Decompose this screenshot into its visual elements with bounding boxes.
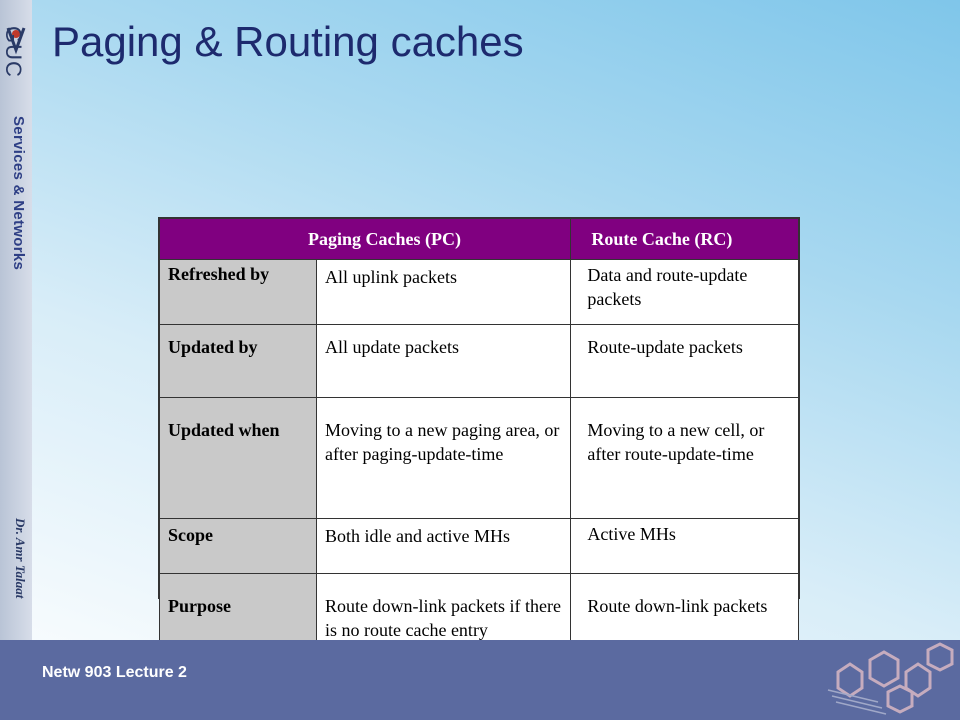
lecture-label: Netw 903 Lecture 2	[42, 664, 187, 681]
table-row: Refreshed by All uplink packets Data and…	[159, 259, 799, 325]
rc-cell: Active MHs	[570, 518, 799, 574]
pc-cell: All update packets	[315, 324, 572, 398]
row-label: Refreshed by	[159, 259, 317, 325]
table-row: Updated when Moving to a new paging area…	[159, 397, 799, 519]
table-row: Scope Both idle and active MHs Active MH…	[159, 518, 799, 574]
logo-text: GUC	[1, 26, 26, 78]
row-label: Updated by	[159, 324, 317, 398]
footer-bar	[0, 640, 960, 720]
rc-cell: Moving to a new cell, or after route-upd…	[570, 397, 799, 519]
left-sidebar: GUC Services & Networks Dr. Amr Talaat	[0, 0, 32, 640]
table-header-row: Paging Caches (PC) Route Cache (RC)	[158, 218, 799, 260]
row-label: Scope	[159, 518, 317, 574]
rc-cell: Route-update packets	[570, 324, 799, 398]
comparison-table: Paging Caches (PC) Route Cache (RC) Refr…	[158, 217, 800, 689]
course-name: Services & Networks	[10, 116, 27, 271]
author-name: Dr. Amr Talaat	[13, 518, 28, 599]
pc-cell: Moving to a new paging area, or after pa…	[315, 397, 572, 519]
header-route-cache: Route Cache (RC)	[570, 218, 799, 260]
slide-title: Paging & Routing caches	[52, 18, 524, 65]
table-row: Updated by All update packets Route-upda…	[159, 324, 799, 398]
guc-logo-icon	[6, 27, 26, 55]
row-label: Updated when	[159, 397, 317, 519]
pc-cell: All uplink packets	[315, 259, 572, 325]
molecule-decoration-icon	[827, 642, 954, 715]
pc-cell: Both idle and active MHs	[315, 518, 572, 574]
header-paging-caches: Paging Caches (PC)	[158, 218, 572, 260]
rc-cell: Data and route-update packets	[570, 259, 799, 325]
